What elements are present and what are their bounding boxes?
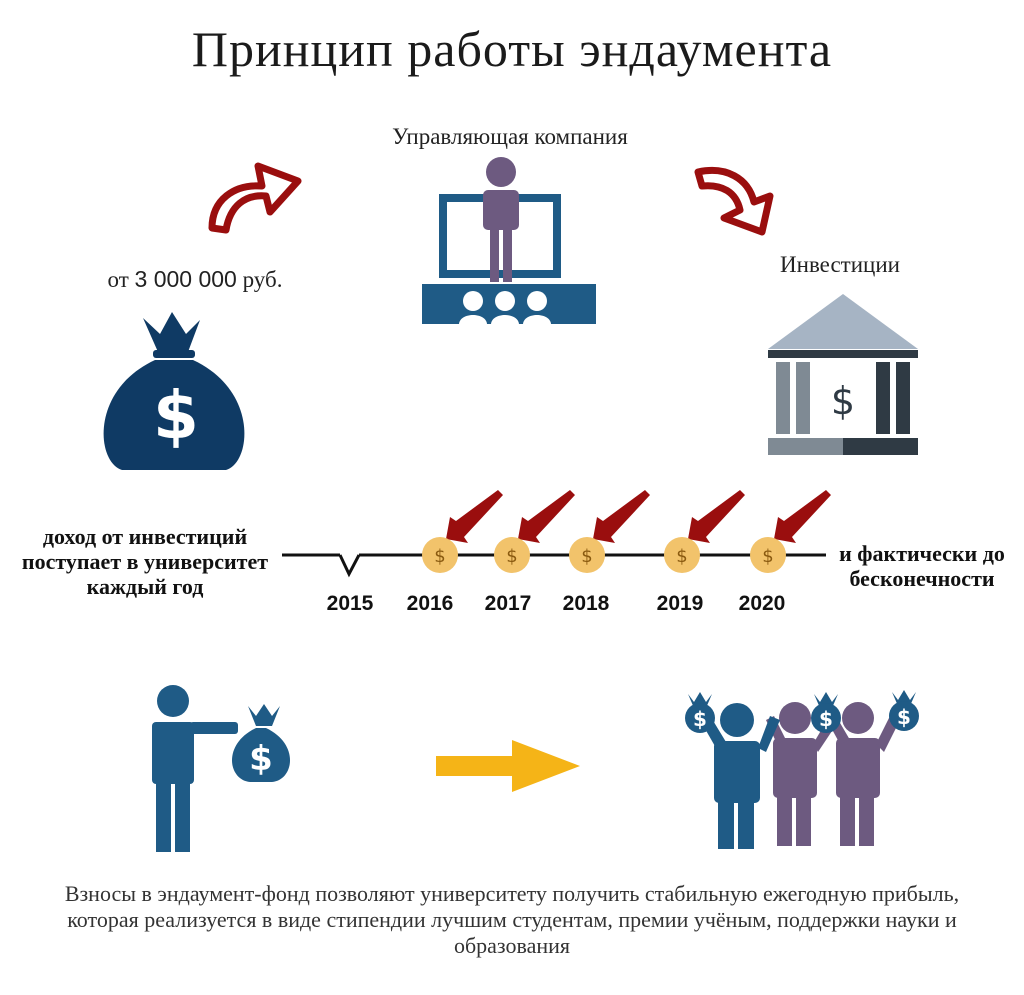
timeline-left-text: доход от инвестиций поступает в универси… bbox=[21, 524, 269, 599]
company-label: Управляющая компания bbox=[392, 124, 628, 149]
coin-icon bbox=[422, 537, 458, 573]
page-title: Принцип работы эндаумента bbox=[191, 21, 833, 77]
investments-label: Инвестиции bbox=[780, 252, 900, 277]
coin-icon bbox=[750, 537, 786, 573]
coin-icon bbox=[664, 537, 700, 573]
timeline-coins: $ $ $ $ $ bbox=[422, 490, 831, 573]
year-label: 2015 bbox=[326, 592, 374, 615]
svg-text:$: $ bbox=[819, 707, 833, 731]
red-arrow-icon bbox=[446, 490, 503, 543]
red-arrow-icon bbox=[688, 490, 745, 543]
red-arrow-icon bbox=[518, 490, 575, 543]
year-label: 2020 bbox=[738, 592, 786, 615]
year-label: 2017 bbox=[484, 592, 532, 615]
red-arrow-icon bbox=[593, 490, 650, 543]
svg-text:$: $ bbox=[897, 705, 911, 729]
amount-label: от 3 000 000 руб. bbox=[70, 266, 320, 293]
coin-symbol: $ bbox=[434, 546, 445, 567]
year-label: 2019 bbox=[656, 592, 704, 615]
year-label: 2016 bbox=[406, 592, 454, 615]
svg-text:$: $ bbox=[153, 377, 199, 454]
red-arrow-icon bbox=[208, 162, 302, 234]
coin-symbol: $ bbox=[581, 546, 592, 567]
description-text: Взносы в эндаумент-фонд позволяют универ… bbox=[64, 881, 960, 958]
coin-symbol: $ bbox=[506, 546, 517, 567]
coin-icon bbox=[569, 537, 605, 573]
svg-text:$: $ bbox=[693, 707, 707, 731]
coin-symbol: $ bbox=[676, 546, 687, 567]
red-arrow-icon bbox=[694, 167, 774, 236]
donor-icon: $ bbox=[152, 685, 290, 852]
yellow-arrow-icon bbox=[436, 740, 580, 792]
svg-text:$: $ bbox=[831, 379, 855, 423]
timeline bbox=[282, 553, 826, 578]
red-arrow-icon bbox=[774, 490, 831, 543]
amount-suffix: руб. bbox=[236, 267, 283, 292]
timeline-right-text: и фактически до бесконечности bbox=[839, 541, 1005, 591]
money-bag-icon: $ bbox=[685, 692, 715, 733]
students-icon: $ $ $ bbox=[685, 690, 919, 849]
coin-symbol: $ bbox=[762, 546, 773, 567]
money-bag-icon: $ bbox=[889, 690, 919, 731]
svg-text:$: $ bbox=[249, 739, 273, 779]
money-bag-icon: $ bbox=[103, 312, 245, 470]
money-bag-icon: $ bbox=[811, 692, 841, 733]
amount-value: 3 000 000 bbox=[134, 266, 237, 292]
manager-screen-icon bbox=[422, 157, 596, 324]
year-label: 2018 bbox=[562, 592, 610, 615]
amount-prefix: от bbox=[107, 267, 135, 292]
bank-icon: $ bbox=[768, 294, 918, 455]
coin-icon bbox=[494, 537, 530, 573]
